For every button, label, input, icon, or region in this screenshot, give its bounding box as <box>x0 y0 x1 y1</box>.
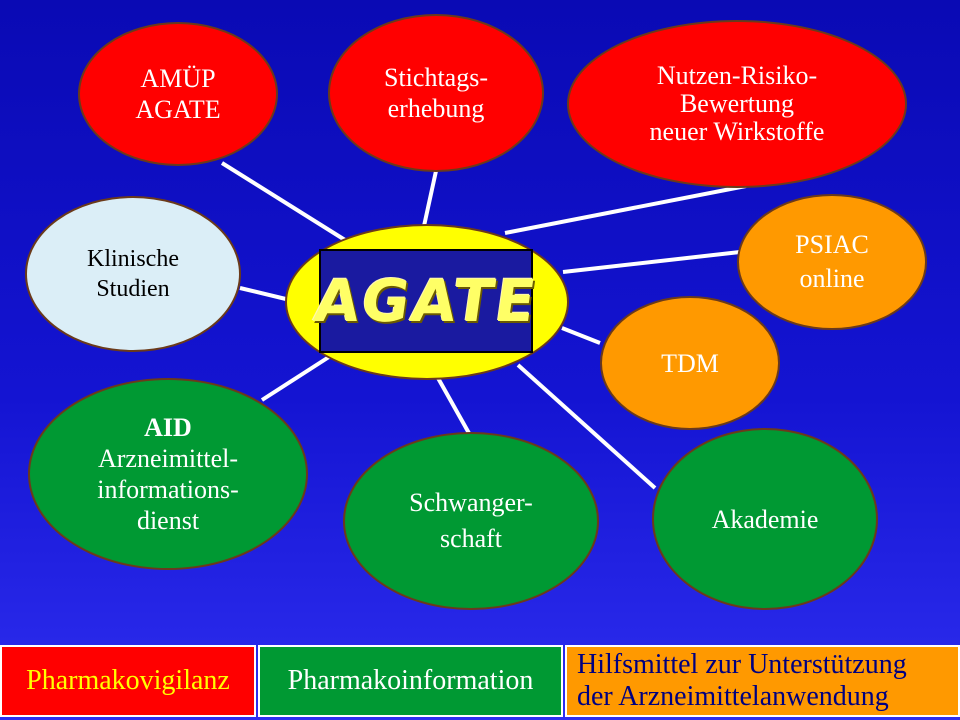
legend-hilfsmittel: Hilfsmittel zur Unterstützung der Arznei… <box>565 645 960 717</box>
node-nutzen-risiko: Nutzen-Risiko- Bewertung neuer Wirkstoff… <box>567 20 907 188</box>
node-klinische-studien: Klinische Studien <box>25 196 241 352</box>
node-aid-line2: Arzneimittel- <box>97 444 239 473</box>
legend-hilfsmittel-line2: der Arzneimittelanwendung <box>577 681 889 712</box>
node-akademie: Akademie <box>652 428 878 610</box>
node-psiac-line1: PSIAC <box>795 230 869 259</box>
node-psiac-online: PSIAC online <box>737 194 927 330</box>
node-aid: AID Arzneimittel- informations- dienst <box>28 378 308 570</box>
node-aid-line3: informations- <box>97 475 239 504</box>
node-aid-line4: dienst <box>136 506 200 535</box>
node-stichtag-line1: Stichtags- <box>384 63 488 92</box>
line-stichtag <box>422 170 438 227</box>
node-nutzen-line2: Bewertung <box>679 89 795 118</box>
agate-logo: AGATE <box>310 249 542 353</box>
node-tdm: TDM <box>600 296 780 430</box>
node-nutzen-line3: neuer Wirkstoffe <box>649 117 825 146</box>
node-stichtagserhebung: Stichtags- erhebung <box>328 14 544 172</box>
node-klinische-line1: Klinische <box>87 246 179 272</box>
node-amuep-agate: AMÜP AGATE <box>78 22 278 166</box>
line-aid <box>260 353 334 402</box>
node-psiac-line2: online <box>799 264 865 293</box>
node-schwangerschaft: Schwanger- schaft <box>343 432 599 610</box>
node-klinische-line2: Studien <box>96 276 170 302</box>
line-psiac <box>562 250 741 274</box>
node-stichtag-line2: erhebung <box>387 94 485 123</box>
line-tdm <box>561 326 601 345</box>
node-amuep-line1: AMÜP <box>140 64 216 93</box>
node-nutzen-line1: Nutzen-Risiko- <box>656 61 818 90</box>
line-amuep <box>220 161 347 242</box>
agate-logo-text: AGATE <box>310 267 542 335</box>
legend-pharmakoinformation: Pharmakoinformation <box>258 645 563 717</box>
legend-pharmakoinformation-label: Pharmakoinformation <box>287 665 534 696</box>
node-tdm-line1: TDM <box>661 348 719 378</box>
line-nutzen <box>504 184 747 235</box>
node-aid-line1: AID <box>144 413 192 442</box>
line-akademie <box>516 363 657 490</box>
legend-pharmakovigilanz-label: Pharmakovigilanz <box>26 665 230 696</box>
line-klinische <box>239 286 291 302</box>
node-amuep-line2: AGATE <box>135 95 221 124</box>
node-akademie-line1: Akademie <box>711 504 819 534</box>
node-schwanger-line1: Schwanger- <box>409 488 533 517</box>
node-schwanger-line2: schaft <box>439 524 503 553</box>
legend-hilfsmittel-line1: Hilfsmittel zur Unterstützung <box>577 649 907 680</box>
legend-pharmakovigilanz: Pharmakovigilanz <box>0 645 256 717</box>
line-schwanger <box>436 377 472 436</box>
